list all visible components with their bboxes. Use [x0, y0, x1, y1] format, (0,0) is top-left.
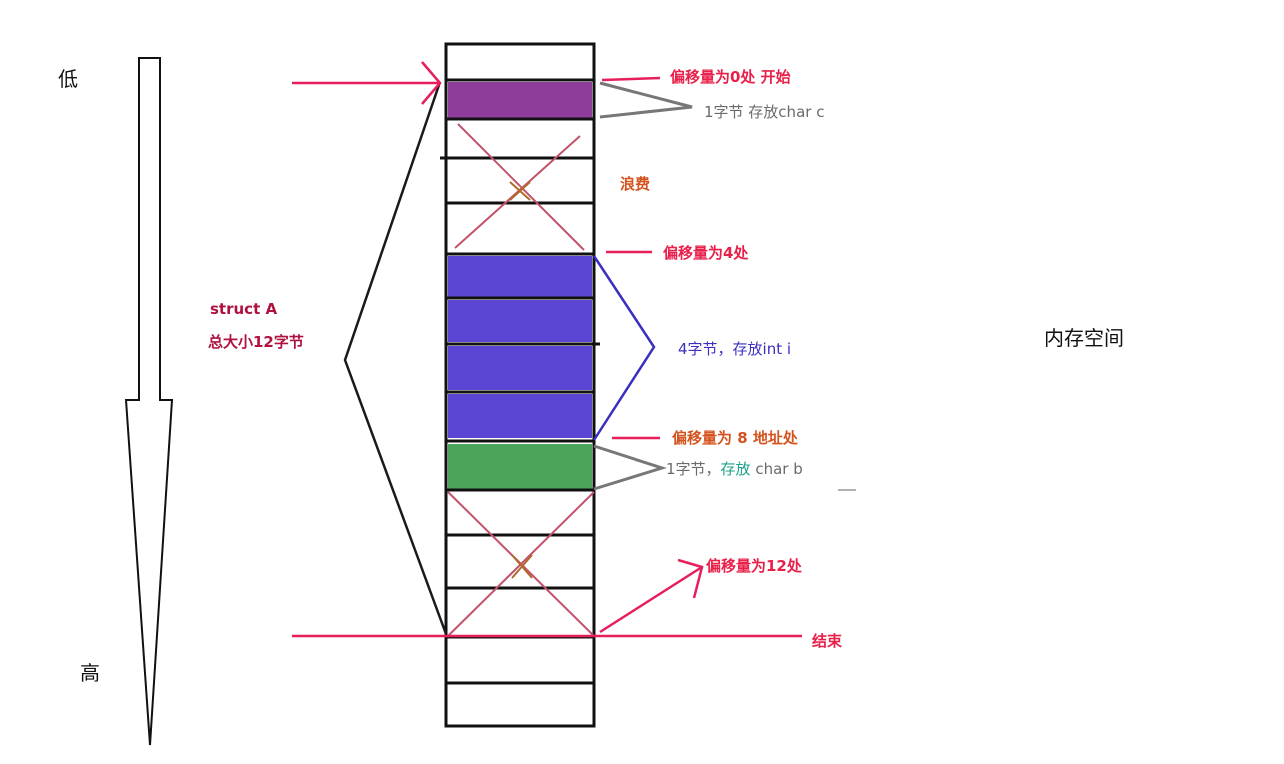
axis-label-low: 低 [58, 67, 78, 91]
char-c-label: 1字节 存放char c [704, 103, 825, 121]
offset-0-label: 偏移量为0处 开始 [670, 68, 791, 86]
end-label: 结束 [812, 632, 843, 650]
struct-bracket [343, 81, 448, 635]
start-arrow [292, 61, 442, 105]
char-c-bracket [599, 81, 693, 119]
offset-12-label: 偏移量为12处 [706, 557, 802, 575]
offset-4-label: 偏移量为4处 [663, 244, 749, 262]
int-i-bracket [592, 255, 656, 441]
char-b-type-text: char b [750, 460, 803, 478]
char-b-label: 1字节，存放 char b [666, 460, 803, 478]
cell-int-i-4 [448, 394, 592, 438]
padding-cross-center-marks [509, 181, 533, 579]
char-b-bracket [593, 444, 667, 491]
cell-int-i-3 [448, 346, 592, 390]
axis-label-high: 高 [80, 661, 100, 685]
char-b-verb-text: 存放 [720, 460, 751, 478]
memory-space-title: 内存空间 [1044, 326, 1124, 350]
char-b-size-text: 1字节， [666, 460, 721, 478]
offset-12-arrow [599, 558, 704, 634]
waste-label-1: 浪费 [620, 175, 651, 193]
cell-char-b [448, 444, 592, 489]
cell-char-c [448, 82, 592, 118]
cell-int-i-2 [448, 300, 592, 342]
struct-name-label: struct A [210, 300, 278, 318]
int-i-label: 4字节，存放int i [678, 340, 792, 358]
offset-8-label: 偏移量为 8 地址处 [672, 429, 798, 447]
cell-int-i-1 [448, 256, 592, 298]
address-direction-arrow [124, 57, 174, 746]
struct-size-label: 总大小12字节 [208, 333, 304, 351]
offset-markers [601, 76, 661, 440]
